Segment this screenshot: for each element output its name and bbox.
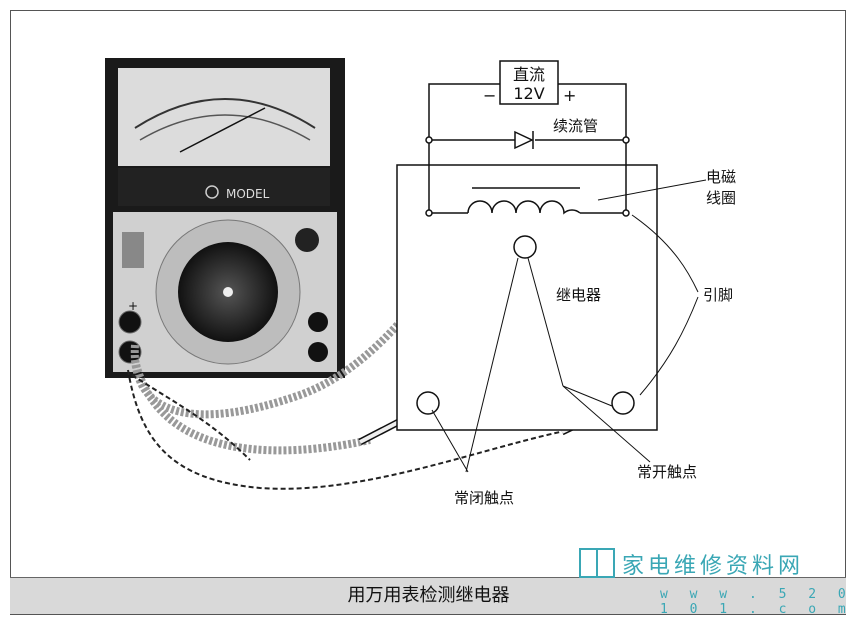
coil-pin [622,209,630,217]
meter-brand-label: MODEL [226,187,270,201]
pin-leader-line [639,296,699,396]
normally-closed-contact [416,391,440,415]
normally-open-contact [611,391,635,415]
nc-leader-line [431,409,469,473]
watermark-text: 家电维修资料网 [622,554,805,579]
meter-display [118,68,330,166]
meter-jack [308,312,328,332]
dc-voltage-label: 12V [513,84,544,103]
test-lead-beaded [127,369,561,490]
diode-symbol [514,130,534,150]
test-lead-gray [130,255,454,419]
meter-jack [308,342,328,362]
no-leader-line [562,385,651,463]
terminal-dot [425,136,433,144]
figure-caption: 用万用表检测继电器 [347,585,510,606]
terminal-dot [622,136,630,144]
meter-badge-icon [205,185,219,199]
meter-scale-arc [134,98,316,129]
dc-source-label: 直流 [513,65,545,84]
coil-label-line1: 电磁 [706,168,736,186]
meter-needle [179,107,266,153]
pin-leader-line [631,214,699,293]
relay-body [396,164,658,431]
watermark-logo-icon [579,548,615,578]
dc-source-box [499,60,559,105]
coil-label-line2: 线圈 [706,189,736,207]
plus-sign: + [563,86,576,105]
test-lead-gray [131,359,371,455]
no-leader-line [527,257,564,387]
multimeter: MODEL + [105,58,345,378]
knob-center-dot [223,287,233,297]
zero-adjust-knob [295,228,319,252]
meter-scale-arc [139,114,311,141]
relay-label: 继电器 [556,286,601,304]
pins-label: 引脚 [703,286,733,304]
nc-contact-label: 常闭触点 [454,489,514,507]
meter-brand-band [118,168,330,206]
nc-leader-line [465,257,519,473]
coil-pin [425,209,433,217]
coil-winding [467,200,581,215]
test-lead-beaded [131,374,251,461]
diode-label: 续流管 [553,117,598,135]
meter-socket-block [122,232,144,268]
positive-jack [118,310,142,334]
relay [396,60,707,473]
watermark-url: w w w . 5 2 0 1 0 1 . c o m [660,587,853,617]
caption-bar [10,577,846,615]
supply-wire-right [558,83,627,213]
minus-sign: − [483,86,496,105]
no-leader-line [562,385,613,407]
no-contact-label: 常开触点 [637,463,697,481]
coil-leader-line [597,179,707,201]
meter-plus-label: + [128,299,138,313]
supply-wire-left [428,83,500,213]
common-contact [513,235,537,259]
